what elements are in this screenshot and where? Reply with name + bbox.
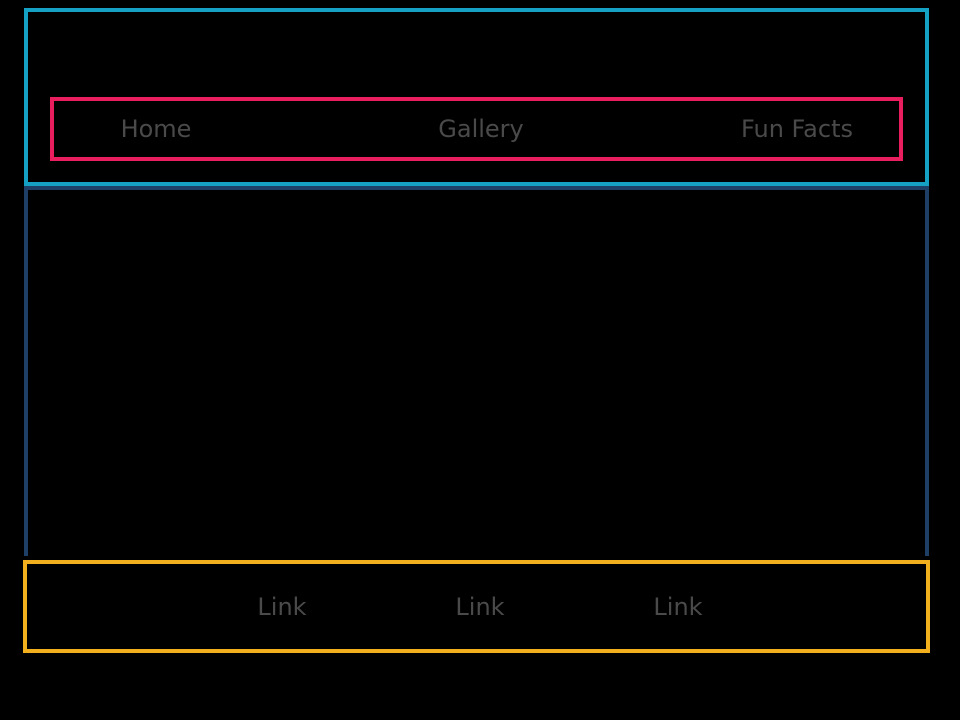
footer-link-2[interactable]: Link	[455, 592, 505, 621]
footer-link-1[interactable]: Link	[257, 592, 307, 621]
nav-bar: Home Gallery Fun Facts	[50, 97, 903, 161]
footer-link-3[interactable]: Link	[653, 592, 703, 621]
main-content-section	[24, 186, 929, 556]
header-section: Home Gallery Fun Facts	[24, 8, 929, 186]
nav-item-gallery[interactable]: Gallery	[438, 115, 524, 143]
footer-section: Link Link Link	[23, 560, 930, 653]
nav-item-home[interactable]: Home	[120, 115, 192, 143]
nav-item-fun-facts[interactable]: Fun Facts	[741, 115, 853, 143]
